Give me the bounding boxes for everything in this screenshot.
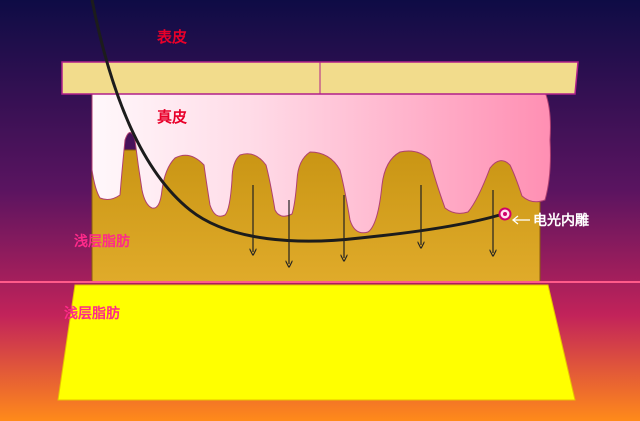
label-probe: 电光内雕 bbox=[533, 212, 589, 229]
probe-tip-icon bbox=[498, 207, 512, 221]
label-superficial-fat-upper: 浅层脂肪 bbox=[74, 233, 130, 250]
label-dermis: 真皮 bbox=[157, 108, 187, 126]
label-superficial-fat-lower: 浅层脂肪 bbox=[64, 305, 120, 322]
probe-cannula bbox=[90, 0, 505, 243]
left-arrow-icon bbox=[511, 215, 530, 225]
action-arrows bbox=[253, 185, 493, 264]
label-epidermis: 表皮 bbox=[157, 28, 187, 46]
superficial-fat-lower-layer bbox=[57, 284, 576, 401]
dermis-layer bbox=[91, 91, 551, 234]
